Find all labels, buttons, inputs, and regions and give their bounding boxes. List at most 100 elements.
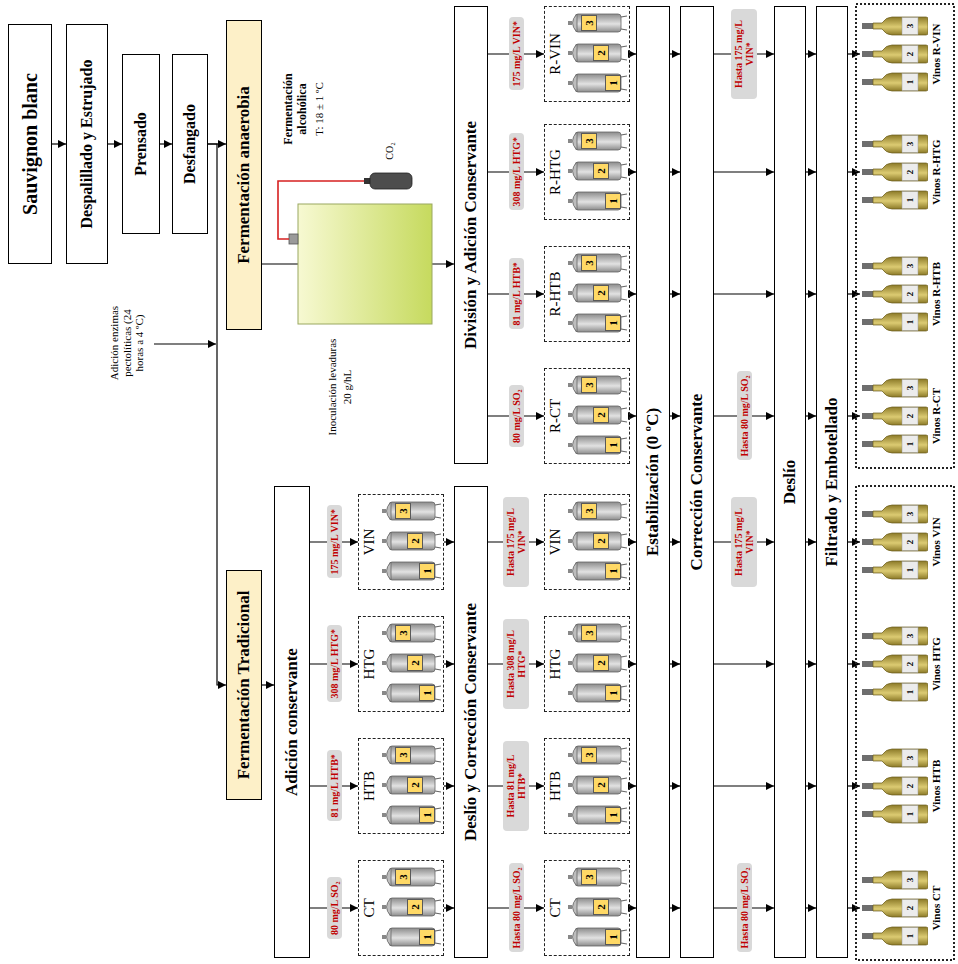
bottle-shape <box>862 70 928 94</box>
wine-bottle-text: 3 <box>904 502 916 526</box>
bottle-shape <box>862 282 928 306</box>
tank: 2 <box>381 529 441 553</box>
wine-group-text: Vinos R-HTB <box>930 248 942 340</box>
tank-text: 2 <box>593 45 609 61</box>
note-label: Inoculación levaduras <box>326 326 339 448</box>
flow-arrow <box>848 785 860 786</box>
process-box: Estabilización (0 ºC) <box>636 6 670 958</box>
tank-text: 3 <box>581 15 597 31</box>
tank: 1 <box>567 559 627 583</box>
flow-arrow <box>848 53 860 54</box>
fermentation-tank <box>298 204 432 324</box>
tank-group-text: R-HTG <box>545 125 564 219</box>
tank: 1 <box>381 681 441 705</box>
co2-cylinder <box>370 173 412 189</box>
wine-bottle: 2 <box>862 896 928 920</box>
wine-bottle-text: 1 <box>904 924 916 948</box>
wine-bottle-text: 1 <box>904 310 916 334</box>
tank: 2 <box>567 281 627 305</box>
process-box-text: División y Adición Conservante <box>462 121 481 349</box>
dose-label: 81 mg/L HTB* <box>509 258 524 329</box>
dose-label: Hasta 175 mg/L VIN* <box>731 497 757 587</box>
tank-text: 1 <box>419 685 435 701</box>
tank-shape <box>567 865 627 889</box>
tank: 1 <box>567 71 627 95</box>
tank-text: 3 <box>581 869 597 885</box>
dose-label: Hasta 175 mg/L VIN* <box>503 497 529 587</box>
wine-bottle: 1 <box>862 70 928 94</box>
tank-text: 2 <box>593 285 609 301</box>
wine-bottle: 3 <box>862 132 928 156</box>
bottle-shape <box>862 254 928 278</box>
tank: 2 <box>567 651 627 675</box>
bottle-shape <box>862 310 928 334</box>
tank: 3 <box>567 743 627 767</box>
tank-text: 2 <box>593 533 609 549</box>
tank-shape <box>567 11 627 35</box>
tank-group-text: R-CT <box>545 369 564 463</box>
flow-arrow <box>670 415 680 416</box>
flow-arrow <box>806 415 816 416</box>
wine-bottle-text: 2 <box>904 774 916 798</box>
process-box-text: Filtrado y Embotellado <box>823 397 842 566</box>
process-box-text: Prensado <box>132 112 150 176</box>
wine-bottle: 2 <box>862 160 928 184</box>
tank-group: R-HTG123 <box>544 124 630 220</box>
tank: 2 <box>381 651 441 675</box>
tank-text: 3 <box>581 503 597 519</box>
tank-text: 1 <box>605 563 621 579</box>
tank: 2 <box>567 403 627 427</box>
wine-bottle: 2 <box>862 282 928 306</box>
flow-arrow <box>848 293 860 294</box>
tank: 2 <box>567 895 627 919</box>
flow-arrow <box>848 415 860 416</box>
tank-shape <box>381 499 441 523</box>
flow-arrow <box>670 907 680 908</box>
tank-group: HTG123 <box>358 616 444 712</box>
wine-bottle-text: 3 <box>904 376 916 400</box>
wine-group-text: Vinos HTG <box>930 618 942 710</box>
tank: 3 <box>567 499 627 523</box>
wine-bottle: 2 <box>862 404 928 428</box>
tank: 3 <box>567 11 627 35</box>
tank: 1 <box>381 925 441 949</box>
dose-label: 80 mg/L SO₂ <box>509 385 524 447</box>
wine-group-text: Vinos R-HTG <box>930 126 942 218</box>
tank: 3 <box>381 865 441 889</box>
process-box-text: Desfangado <box>181 104 199 184</box>
bottle-shape <box>862 624 928 648</box>
process-box: Sauvignon blanc <box>8 24 52 264</box>
tank-text: 3 <box>581 255 597 271</box>
tank-group: R-HTB123 <box>544 246 630 342</box>
wine-group: Vinos R-CT123 <box>860 370 950 462</box>
stage-band: Fermentación anaerobia <box>226 20 262 330</box>
tank-text: 3 <box>581 747 597 763</box>
wine-bottle: 1 <box>862 802 928 826</box>
wine-bottle: 3 <box>862 502 928 526</box>
wine-bottle: 3 <box>862 624 928 648</box>
wine-bottle: 1 <box>862 432 928 456</box>
flow-arrow <box>262 684 274 685</box>
tank-text: 2 <box>407 899 423 915</box>
stage-band-text: Fermentación anaerobia <box>235 86 254 264</box>
tank-text: 2 <box>407 777 423 793</box>
wine-bottle: 2 <box>862 530 928 554</box>
tank: 3 <box>567 373 627 397</box>
co2-line <box>278 181 366 239</box>
tank-text: 3 <box>581 625 597 641</box>
tank-text: 2 <box>593 163 609 179</box>
bottle-shape <box>862 188 928 212</box>
bottle-shape <box>862 774 928 798</box>
wine-bottle: 1 <box>862 310 928 334</box>
tank: 3 <box>567 865 627 889</box>
bottle-shape <box>862 746 928 770</box>
process-box-text: Corrección Conservante <box>688 394 707 571</box>
tank-text: 1 <box>605 807 621 823</box>
flow-arrow <box>806 663 816 664</box>
tank-group-text: VIN <box>545 495 564 589</box>
stage-band: Fermentación Tradicional <box>226 570 262 800</box>
wine-group: Vinos CT123 <box>860 862 950 954</box>
